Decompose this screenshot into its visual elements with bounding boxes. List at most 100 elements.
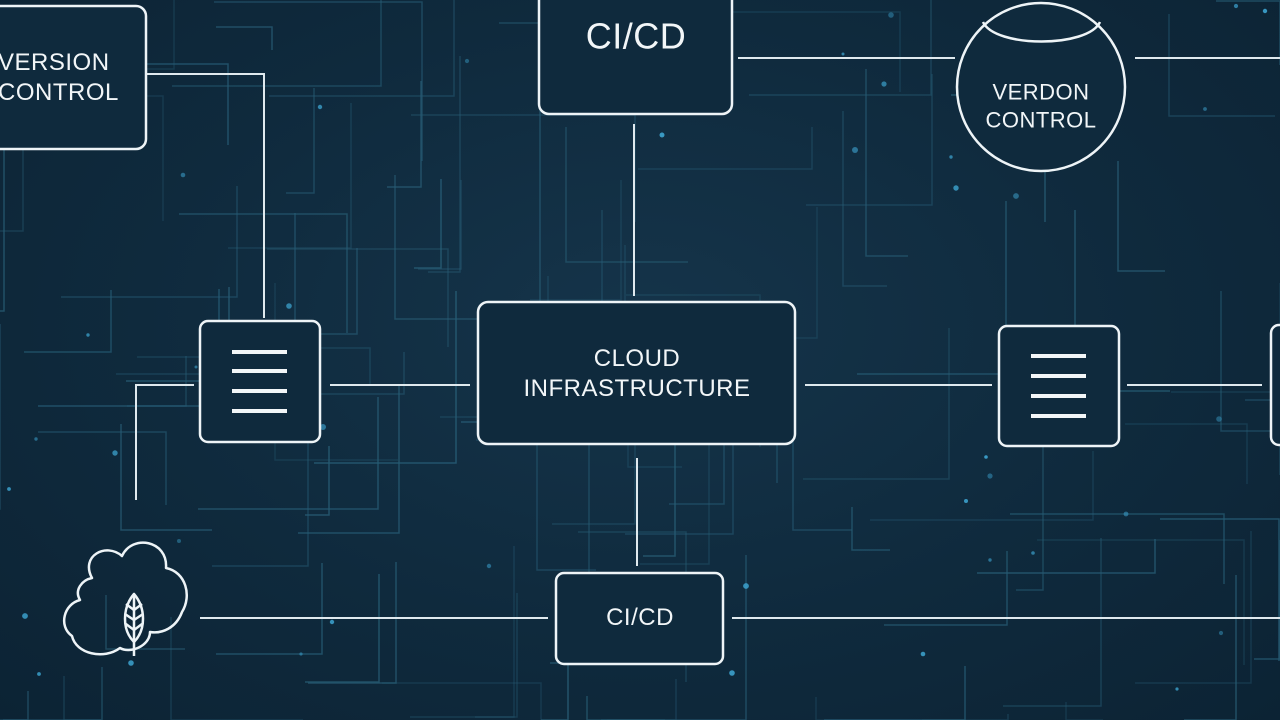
vc-right-node: [955, 1, 1127, 173]
circuit-dot: [1175, 687, 1179, 691]
vc-left-line1: VERSION: [0, 49, 110, 76]
circuit-trace: [387, 81, 422, 188]
circuit-trace: [24, 290, 112, 353]
circuit-dot: [177, 539, 181, 543]
vc-left-box: [0, 4, 148, 151]
circuit-trace: [269, 0, 455, 97]
circuit-trace: [179, 213, 348, 333]
circuit-dot: [286, 303, 292, 309]
circuit-dot: [86, 333, 90, 337]
circuit-trace: [305, 446, 330, 516]
list-icon: [1031, 354, 1086, 418]
circuit-trace: [212, 391, 309, 567]
edge-right-box: [1269, 323, 1280, 447]
vc-right-circle: [955, 1, 1127, 173]
circuit-dot: [22, 613, 28, 619]
circuit-trace: [509, 245, 626, 307]
circuit-trace: [120, 424, 212, 531]
circuit-dot: [1262, 8, 1268, 14]
circuit-dot: [987, 473, 993, 479]
circuit-dot: [852, 147, 858, 153]
circuit-trace: [638, 127, 813, 170]
connector-list-left-down: [135, 384, 194, 500]
circuit-dot: [988, 558, 992, 562]
circuit-trace: [749, 0, 932, 96]
circuit-trace: [216, 563, 323, 655]
ci-top-label: CI/CD: [585, 15, 687, 57]
circuit-trace: [1245, 399, 1280, 475]
circuit-dot: [34, 437, 38, 441]
cloud-leaf-icon: [62, 541, 188, 656]
connector-vc-left-to-list-left: [146, 73, 265, 318]
circuit-trace: [0, 147, 5, 312]
circuit-trace: [1168, 14, 1275, 117]
circuit-trace: [1135, 531, 1252, 684]
circuit-dot: [112, 450, 118, 456]
circuit-trace: [625, 425, 734, 535]
circuit-dot: [7, 487, 11, 491]
circuit-trace: [38, 431, 167, 505]
circuit-dot: [659, 132, 665, 138]
vc-right-cylinder-top: [981, 21, 1102, 43]
circuit-trace: [298, 352, 405, 395]
circuit-dot: [464, 58, 470, 64]
circuit-dot: [299, 652, 303, 656]
circuit-dot: [949, 155, 953, 159]
circuit-trace: [1065, 702, 1103, 720]
circuit-trace: [703, 11, 901, 92]
circuit-trace: [857, 201, 1007, 375]
circuit-trace: [63, 676, 101, 720]
circuit-trace: [539, 87, 653, 308]
circuit-trace: [669, 440, 725, 505]
circuit-dot: [329, 619, 335, 625]
circuit-trace: [172, 0, 382, 87]
circuit-trace: [305, 574, 380, 683]
cloud-infra-box: [476, 300, 797, 446]
connectors: [135, 57, 1280, 619]
cloud-infra-line1: CLOUD: [593, 345, 681, 372]
circuit-dot: [1013, 193, 1019, 199]
circuit-dot: [180, 172, 186, 178]
circuit-dot: [1031, 551, 1035, 555]
circuit-trace: [1184, 575, 1237, 720]
circuit-dot: [888, 12, 894, 18]
vc-left-label: VERSION CONTROL: [0, 48, 119, 108]
circuit-trace: [228, 103, 352, 249]
circuit-trace: [530, 180, 622, 301]
vc-right-line1: VERDON: [992, 79, 1090, 105]
cloud-infra-label: CLOUD INFRASTRUCTURE: [524, 344, 751, 404]
circuit-trace: [0, 667, 103, 720]
circuit-trace: [411, 114, 636, 222]
circuit-trace: [586, 696, 665, 720]
ci-bottom-label: CI/CD: [606, 604, 674, 631]
circuit-dot: [1203, 107, 1207, 111]
circuit-trace: [922, 714, 1009, 720]
circuit-trace: [418, 180, 462, 270]
circuit-dot: [1218, 630, 1224, 636]
circuit-trace: [1010, 513, 1225, 584]
vc-left-line2: CONTROL: [0, 79, 119, 106]
circuit-dot: [841, 52, 845, 56]
circuit-trace: [314, 291, 457, 464]
circuit-trace: [214, 1, 423, 161]
circuit-trace: [105, 595, 185, 650]
circuit-trace: [1016, 442, 1044, 591]
circuit-trace: [806, 74, 933, 206]
circuit-trace: [0, 132, 24, 232]
circuit-dot: [1233, 3, 1239, 9]
circuit-dot: [37, 672, 41, 676]
circuit-trace: [298, 386, 400, 534]
circuit-trace: [198, 397, 379, 510]
circuit-trace: [382, 682, 542, 720]
circuit-trace: [414, 179, 442, 269]
ci-top-box: [537, 0, 734, 116]
circuit-trace: [842, 111, 887, 287]
circuit-dot: [881, 81, 887, 87]
circuit-trace: [1254, 540, 1280, 660]
circuit-trace: [1216, 0, 1280, 65]
ci-bottom-box: [554, 571, 725, 666]
circuit-trace: [565, 127, 688, 263]
circuit-trace: [824, 666, 966, 720]
circuit-dot: [317, 104, 323, 110]
